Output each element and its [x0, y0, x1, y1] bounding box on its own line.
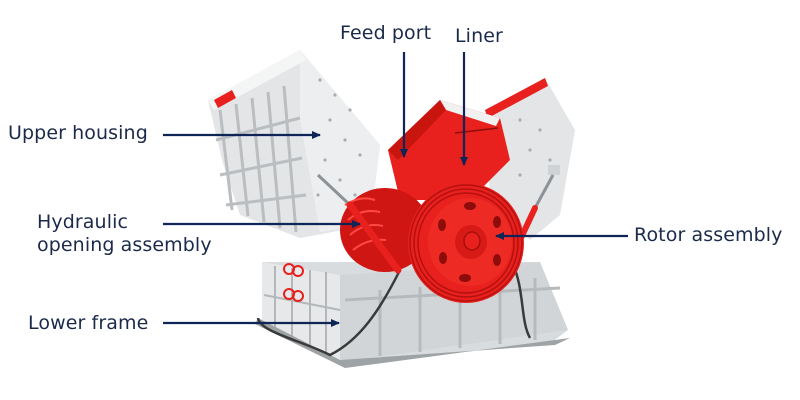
rotor-pulley-part [408, 183, 524, 303]
hydraulic-label-line1: Hydraulic [37, 211, 128, 233]
liner-label: Liner [455, 25, 503, 47]
rotor-assembly-label: Rotor assembly [634, 224, 783, 246]
liner-part [388, 100, 510, 200]
hydraulic-label-line2: opening assembly [37, 234, 212, 256]
lower-frame-label: Lower frame [28, 312, 149, 334]
hammers-part [340, 188, 430, 272]
upper-housing-label: Upper housing [8, 122, 148, 144]
lower-frame-part [255, 261, 570, 368]
feed-port-label: Feed port [340, 22, 432, 44]
upper-housing-right-part [485, 78, 575, 240]
